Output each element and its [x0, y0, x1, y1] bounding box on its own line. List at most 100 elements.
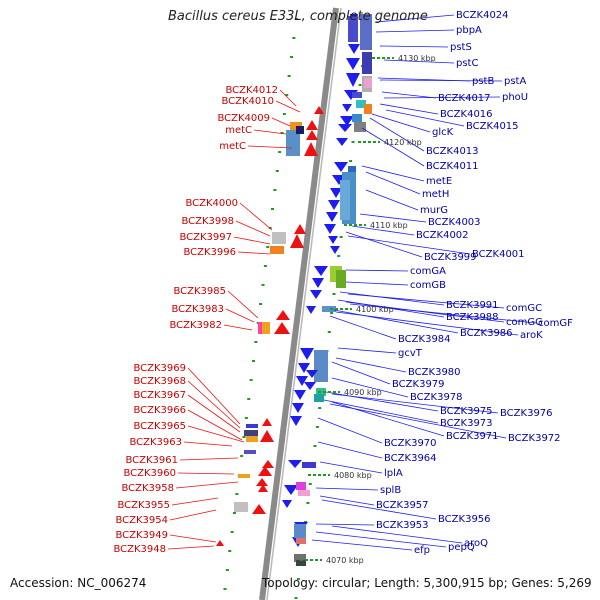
gene-arrow-forward — [304, 382, 316, 390]
gene-label: BCZK3988 — [446, 312, 499, 323]
label-leader — [227, 290, 259, 319]
label-leader — [375, 14, 455, 23]
label-leader — [345, 231, 423, 258]
label-leader — [315, 531, 447, 548]
tick-marker — [290, 56, 293, 58]
gene-block — [352, 114, 362, 122]
gene-label: BCZK3976 — [500, 408, 553, 419]
label-leader — [331, 361, 391, 385]
label-leader — [379, 79, 503, 82]
gene-label: BCZK4011 — [426, 161, 479, 172]
gene-label: BCZK3978 — [410, 392, 463, 403]
gene-block — [234, 502, 248, 512]
label-leader — [187, 409, 243, 441]
gene-label: pbpA — [456, 25, 482, 36]
tick-marker — [235, 493, 239, 495]
gene-label: phoU — [502, 92, 528, 103]
label-leader — [331, 525, 463, 544]
gene-block — [246, 436, 258, 442]
label-leader — [339, 291, 445, 306]
gene-block — [354, 122, 366, 132]
gene-block — [244, 430, 258, 436]
label-leader — [311, 539, 413, 551]
gene-block — [296, 538, 306, 544]
gene-arrow-forward — [312, 278, 324, 288]
genome-backbone-edge — [266, 7, 342, 600]
gene-label: metH — [422, 189, 449, 200]
gene-arrow-reverse — [314, 106, 324, 114]
gene-arrow-reverse — [258, 484, 268, 492]
kbp-label: 4120 kbp — [384, 138, 422, 147]
tick-marker — [315, 426, 319, 428]
gene-block — [296, 126, 304, 134]
gene-arrow-forward — [346, 73, 360, 87]
label-leader — [345, 269, 409, 272]
gene-block — [352, 92, 362, 98]
gene-block — [298, 490, 310, 496]
gene-block — [302, 462, 316, 468]
tick-marker — [313, 445, 317, 447]
tick-marker — [351, 141, 355, 143]
gene-label: comGB — [410, 280, 446, 291]
label-leader — [329, 315, 397, 340]
label-leader — [317, 441, 383, 459]
gene-label: pepQ — [448, 542, 475, 553]
gene-block — [348, 16, 358, 42]
gene-arrow-reverse — [306, 130, 318, 140]
gene-label: BCZK4017 — [438, 93, 491, 104]
gene-block — [314, 394, 324, 402]
gene-label: BCZK4013 — [426, 146, 479, 157]
tick-marker — [285, 94, 289, 96]
tick-marker — [358, 84, 362, 86]
label-leader — [319, 461, 383, 474]
gene-arrow-forward — [328, 236, 338, 244]
gene-arrow-forward — [306, 306, 316, 314]
gene-arrow-forward — [306, 370, 318, 378]
label-leader — [253, 129, 287, 135]
label-leader — [177, 472, 235, 475]
label-leader — [365, 171, 421, 195]
gene-arrow-forward — [294, 390, 306, 400]
gene-label: BCZK4000 — [185, 198, 238, 209]
label-leader — [379, 103, 439, 115]
tick-marker — [252, 360, 255, 362]
gene-arrow-forward — [288, 460, 302, 468]
gene-label: metE — [426, 176, 452, 187]
label-leader — [167, 545, 215, 550]
tick-marker — [273, 189, 277, 191]
gene-label: BCZK3975 — [440, 406, 493, 417]
gene-label: BCZK3980 — [408, 367, 461, 378]
gene-label: BCZK3982 — [169, 320, 222, 331]
tick-marker — [263, 265, 267, 267]
label-leaders — [167, 14, 537, 551]
tick-marker — [261, 284, 265, 286]
genome-backbone — [259, 7, 339, 600]
label-leader — [187, 425, 245, 443]
label-leader — [175, 481, 239, 489]
gene-label: BCZK3957 — [376, 500, 429, 511]
gene-label: BCZK3998 — [181, 216, 234, 227]
label-leader — [331, 377, 409, 398]
gene-label: BCZK3971 — [446, 431, 499, 442]
label-leader — [247, 145, 293, 149]
label-leader — [323, 399, 439, 424]
label-leader — [315, 523, 375, 526]
label-leader — [345, 281, 409, 286]
gene-block — [262, 322, 270, 334]
label-leader — [187, 380, 241, 429]
gene-label: BCZK3963 — [129, 437, 182, 448]
gene-arrow-forward — [324, 224, 336, 234]
gene-block — [238, 474, 250, 478]
gene-labels: BCZK4012BCZK4010BCZK4009metCmetCBCZK4000… — [113, 10, 573, 556]
gene-arrow-reverse — [262, 460, 274, 468]
gene-arrow-reverse — [276, 310, 290, 320]
gene-label: comGG — [506, 317, 543, 328]
tick-marker — [327, 331, 331, 333]
gene-label: metC — [225, 125, 252, 136]
gene-label: pstA — [504, 76, 526, 87]
gene-arrow-forward — [338, 124, 352, 132]
label-leader — [331, 393, 499, 414]
gene-block — [272, 232, 286, 244]
label-leader — [183, 441, 233, 447]
gene-arrow-reverse — [256, 478, 268, 486]
